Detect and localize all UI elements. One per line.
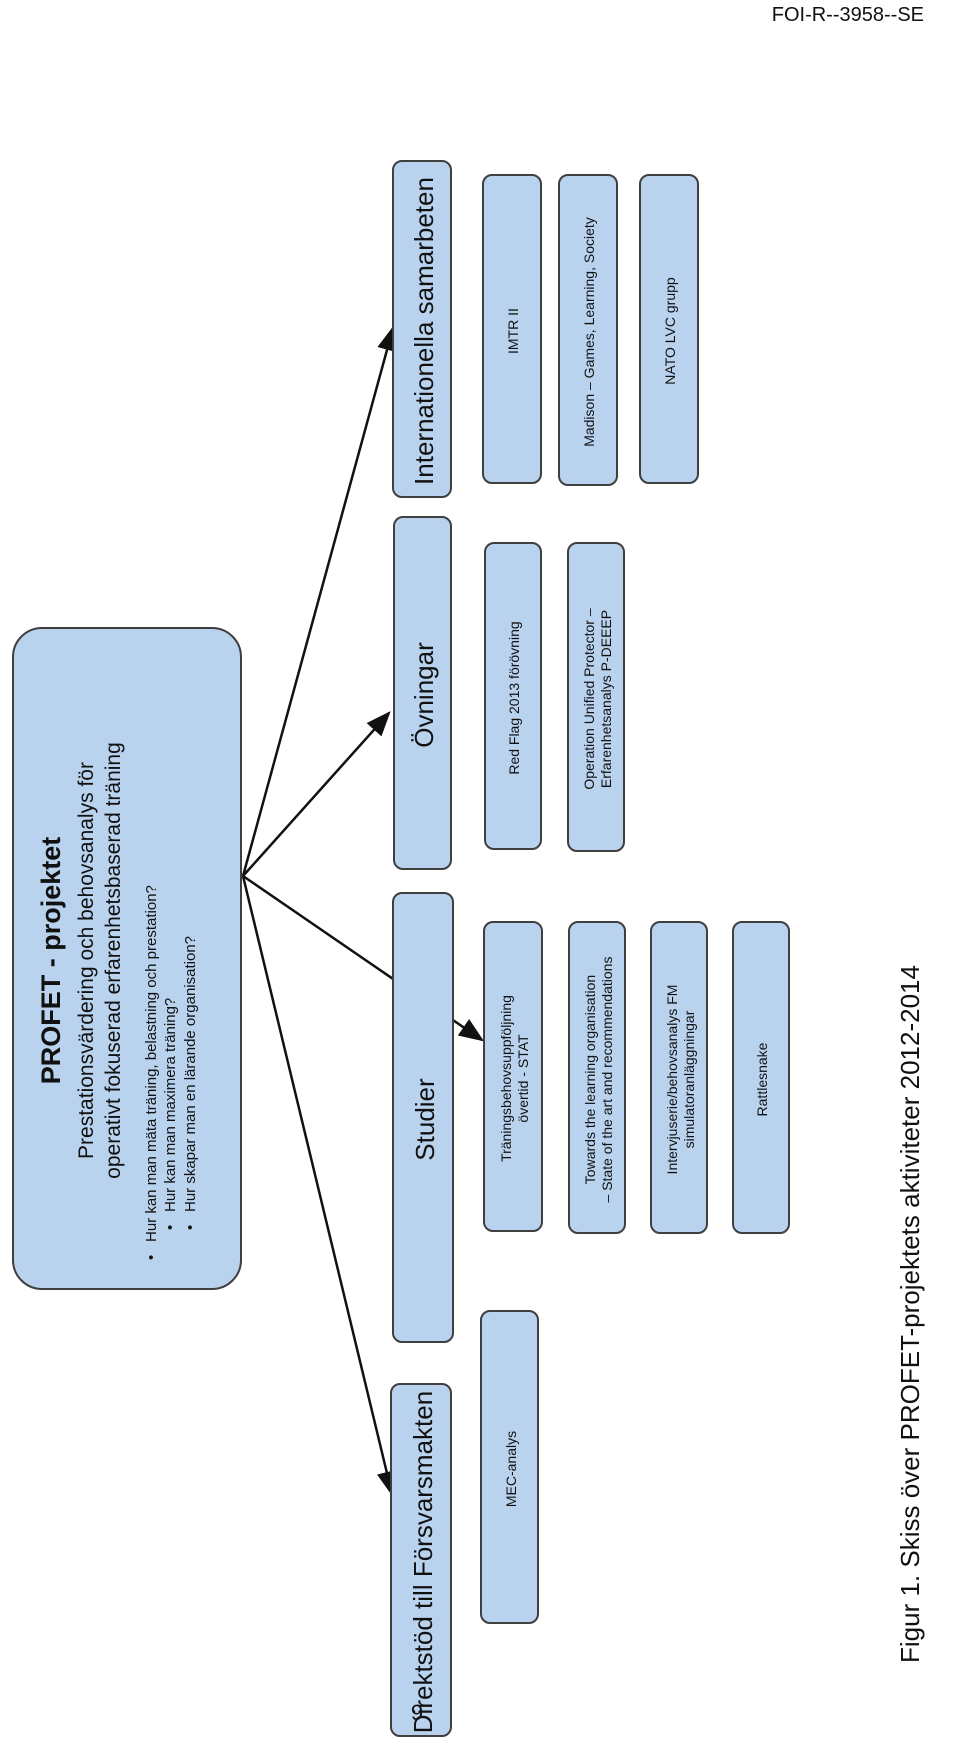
main-subtitle: Prestationsvärdering och behovsanalys fö… bbox=[75, 742, 126, 1179]
item-madison: Madison – Games, Learning, Society bbox=[558, 174, 618, 486]
category-ovningar: Övningar bbox=[393, 516, 452, 870]
item-operation-unified-protector: Operation Unified Protector – Erfarenhet… bbox=[567, 542, 625, 852]
document-code: FOI-R--3958--SE bbox=[771, 4, 924, 26]
item-rattlesnake: Rattlesnake bbox=[732, 921, 790, 1234]
arrow-to-ovningar bbox=[242, 711, 391, 877]
category-internationella: Internationella samarbeten bbox=[392, 160, 452, 498]
page-number: 9 bbox=[410, 1700, 424, 1725]
item-red-flag: Red Flag 2013 förövning bbox=[484, 542, 542, 850]
main-title: PROFET - projektet bbox=[36, 836, 66, 1085]
question-learning: Hur skapar man en lärande organisation? bbox=[181, 936, 201, 1262]
item-traningsbehovsuppfoljning: Träningsbehovsuppföljning övertid - STAT bbox=[483, 921, 543, 1232]
item-mec-analys: MEC-analys bbox=[480, 1310, 539, 1624]
category-studier: Studier bbox=[392, 892, 454, 1343]
item-intervjuserie: Intervjuserie/behovsanalys FM simulatora… bbox=[650, 921, 708, 1234]
item-nato-lvc: NATO LVC grupp bbox=[639, 174, 699, 484]
item-towards-learning-organisation: Towards the learning organisation – Stat… bbox=[568, 921, 626, 1234]
question-maximize: Hur kan man maximera träning? bbox=[161, 998, 181, 1262]
profet-main-box: PROFET - projektet Prestationsvärdering … bbox=[12, 627, 242, 1290]
arrow-to-internationella bbox=[241, 325, 397, 877]
arrow-to-direktstod bbox=[241, 875, 397, 1497]
figure-caption: Figur 1. Skiss över PROFET-projektets ak… bbox=[895, 965, 925, 1663]
item-imtr: IMTR II bbox=[482, 174, 542, 484]
question-measure: Hur kan man mäta träning, belastning och… bbox=[142, 885, 162, 1262]
category-direktstod: Direktstöd till Försvarsmakten bbox=[390, 1383, 452, 1737]
